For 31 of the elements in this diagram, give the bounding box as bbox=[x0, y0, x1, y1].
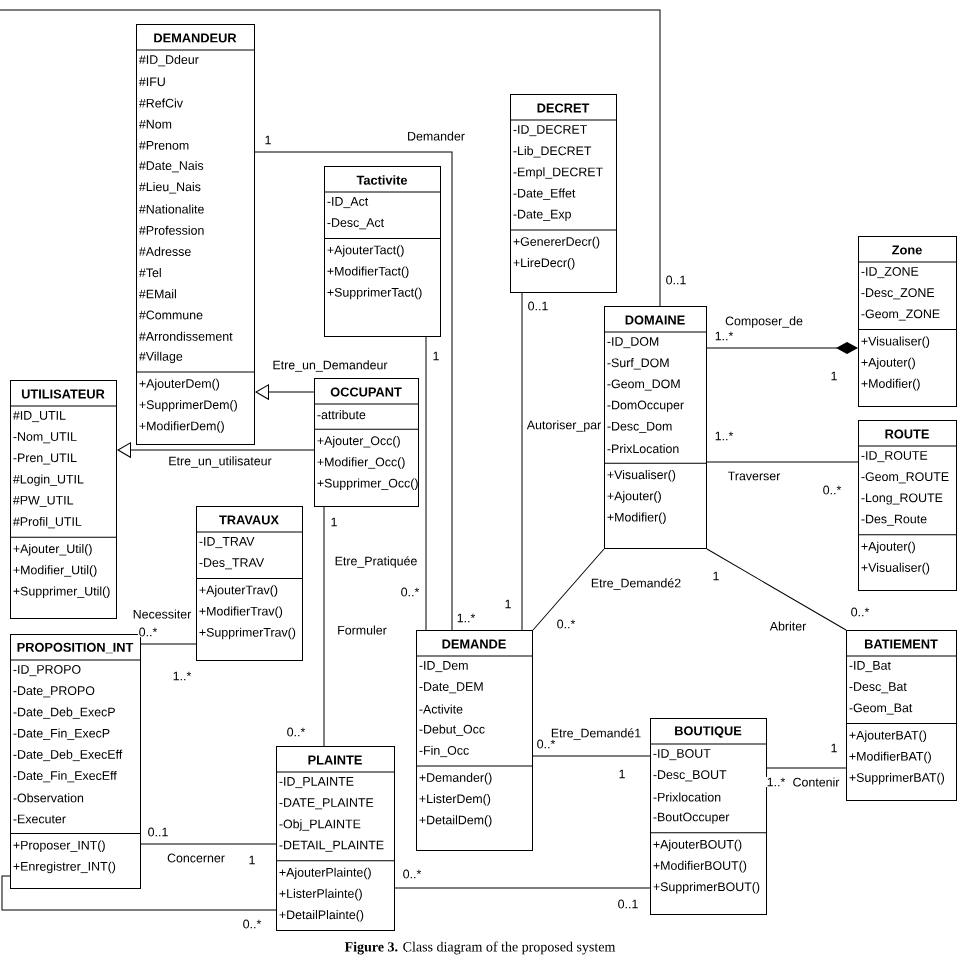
class-box bbox=[603, 306, 707, 549]
association-line bbox=[323, 506, 325, 747]
association-line bbox=[425, 336, 427, 631]
class-box bbox=[845, 630, 957, 801]
generalization-arrow bbox=[117, 442, 315, 458]
class-box bbox=[323, 166, 441, 337]
association-line bbox=[140, 643, 197, 645]
association-line bbox=[706, 548, 847, 631]
class-box bbox=[415, 630, 533, 851]
association-line bbox=[521, 292, 523, 631]
class-box bbox=[857, 420, 957, 591]
association-line bbox=[766, 767, 847, 769]
association-line bbox=[254, 151, 453, 631]
class-box bbox=[649, 718, 767, 915]
generalization-arrow bbox=[255, 384, 315, 400]
association-line bbox=[532, 755, 651, 757]
class-box bbox=[275, 746, 395, 931]
association-line bbox=[706, 461, 859, 463]
class-box bbox=[135, 24, 255, 445]
class-box bbox=[9, 634, 141, 889]
class-box bbox=[195, 506, 303, 661]
association-line bbox=[0, 9, 661, 307]
association-line bbox=[140, 843, 277, 845]
association-line bbox=[394, 887, 651, 889]
composition-line bbox=[706, 342, 858, 354]
association-line bbox=[532, 548, 605, 631]
association-line bbox=[1, 875, 277, 911]
class-box bbox=[509, 94, 617, 293]
class-box bbox=[313, 378, 419, 507]
class-box bbox=[857, 236, 957, 407]
class-box bbox=[9, 380, 117, 619]
